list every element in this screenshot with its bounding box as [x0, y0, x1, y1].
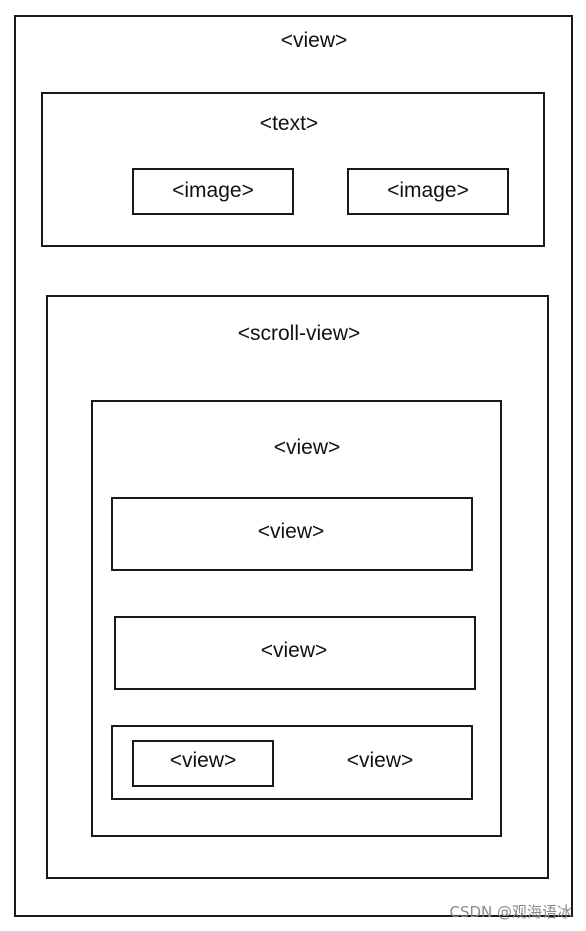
inner-view-label: <view> — [273, 436, 341, 459]
scroll-view-label: <scroll-view> — [237, 322, 361, 345]
outer-view-label: <view> — [280, 29, 348, 52]
watermark-text: CSDN @观海语冰 — [449, 903, 572, 921]
bottom-row-side-label: <view> — [346, 749, 414, 772]
image-box-right — [347, 168, 509, 215]
text-block-label: <text> — [259, 112, 319, 135]
bottom-row-box — [111, 725, 473, 800]
bottom-row-child-label: <view> — [169, 749, 237, 772]
image-label-left: <image> — [172, 179, 254, 202]
row-view-label-2: <view> — [260, 639, 328, 662]
row-view-box-1 — [111, 497, 473, 571]
bottom-row-child-box — [132, 740, 274, 787]
row-view-box-2 — [114, 616, 476, 690]
image-box-left — [132, 168, 294, 215]
image-label-right: <image> — [387, 179, 469, 202]
row-view-label-1: <view> — [257, 520, 325, 543]
